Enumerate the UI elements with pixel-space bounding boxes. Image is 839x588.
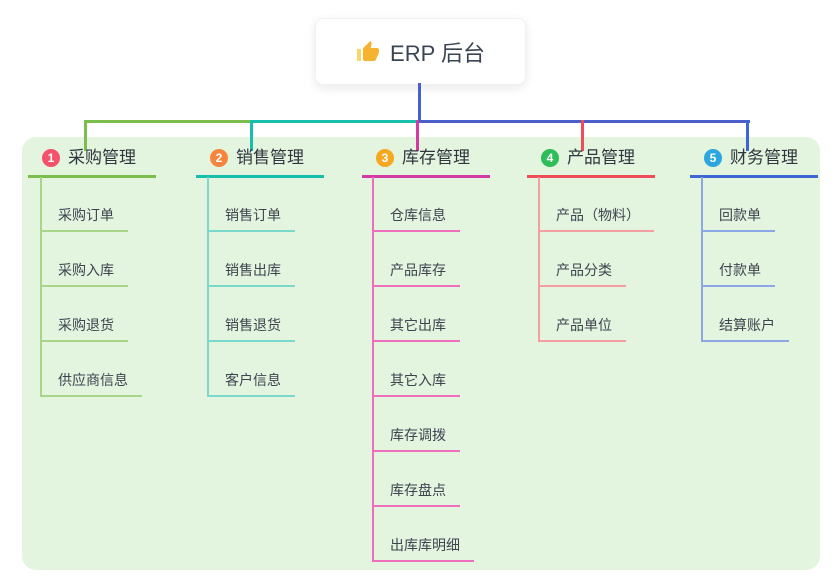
node-stock-transfer[interactable]: 库存调拨 bbox=[372, 425, 460, 452]
node-settlement-account[interactable]: 结算账户 bbox=[701, 315, 789, 342]
branch-spine-line bbox=[372, 177, 374, 562]
branch-header-sales[interactable]: 2 销售管理 bbox=[196, 147, 324, 178]
branch-header-purchase[interactable]: 1 采购管理 bbox=[28, 147, 156, 178]
branch-label: 销售管理 bbox=[236, 148, 304, 167]
connector-segment-mid bbox=[252, 120, 418, 123]
root-node-label: ERP 后台 bbox=[390, 40, 485, 66]
connector-drop bbox=[746, 120, 749, 151]
connector-segment-right bbox=[418, 120, 750, 123]
branch-header-product[interactable]: 4 产品管理 bbox=[527, 147, 655, 178]
node-sales-order[interactable]: 销售订单 bbox=[207, 205, 295, 232]
branch-label: 财务管理 bbox=[730, 148, 798, 167]
branch-label: 产品管理 bbox=[567, 148, 635, 167]
branch-spine-line bbox=[207, 177, 209, 397]
branch-spine-line bbox=[40, 177, 42, 397]
branch-header-finance[interactable]: 5 财务管理 bbox=[690, 147, 818, 178]
node-warehouse-info[interactable]: 仓库信息 bbox=[372, 205, 460, 232]
branch-number-badge: 1 bbox=[42, 149, 60, 167]
node-purchase-order[interactable]: 采购订单 bbox=[40, 205, 128, 232]
node-sales-outbound[interactable]: 销售出库 bbox=[207, 260, 295, 287]
branch-header-inventory[interactable]: 3 库存管理 bbox=[362, 147, 490, 178]
connector-segment-left bbox=[84, 120, 252, 123]
branch-label: 库存管理 bbox=[402, 148, 470, 167]
branch-number-badge: 5 bbox=[704, 149, 722, 167]
branch-number-badge: 3 bbox=[376, 149, 394, 167]
node-supplier-info[interactable]: 供应商信息 bbox=[40, 370, 142, 397]
connector-drop bbox=[250, 120, 253, 151]
node-product-stock[interactable]: 产品库存 bbox=[372, 260, 460, 287]
node-product-unit[interactable]: 产品单位 bbox=[538, 315, 626, 342]
branch-number-badge: 2 bbox=[210, 149, 228, 167]
node-customer-info[interactable]: 客户信息 bbox=[207, 370, 295, 397]
node-stock-count[interactable]: 库存盘点 bbox=[372, 480, 460, 507]
node-other-inbound[interactable]: 其它入库 bbox=[372, 370, 460, 397]
thumbs-up-icon bbox=[357, 40, 380, 61]
branch-spine-line bbox=[538, 177, 540, 342]
root-connector-line bbox=[418, 83, 421, 121]
node-payment-bill[interactable]: 付款单 bbox=[701, 260, 775, 287]
connector-drop bbox=[84, 120, 87, 151]
branches-background-panel bbox=[22, 137, 820, 570]
node-sales-return[interactable]: 销售退货 bbox=[207, 315, 295, 342]
node-purchase-inbound[interactable]: 采购入库 bbox=[40, 260, 128, 287]
node-outbound-detail[interactable]: 出库库明细 bbox=[372, 535, 474, 562]
branch-spine-line bbox=[701, 177, 703, 342]
node-other-outbound[interactable]: 其它出库 bbox=[372, 315, 460, 342]
node-purchase-return[interactable]: 采购退货 bbox=[40, 315, 128, 342]
branch-label: 采购管理 bbox=[68, 148, 136, 167]
node-receipt-bill[interactable]: 回款单 bbox=[701, 205, 775, 232]
connector-drop bbox=[416, 120, 419, 151]
root-node-erp[interactable]: ERP 后台 bbox=[315, 18, 526, 85]
node-product-category[interactable]: 产品分类 bbox=[538, 260, 626, 287]
node-product-material[interactable]: 产品（物料） bbox=[538, 205, 654, 232]
branch-number-badge: 4 bbox=[541, 149, 559, 167]
connector-drop bbox=[581, 120, 584, 151]
